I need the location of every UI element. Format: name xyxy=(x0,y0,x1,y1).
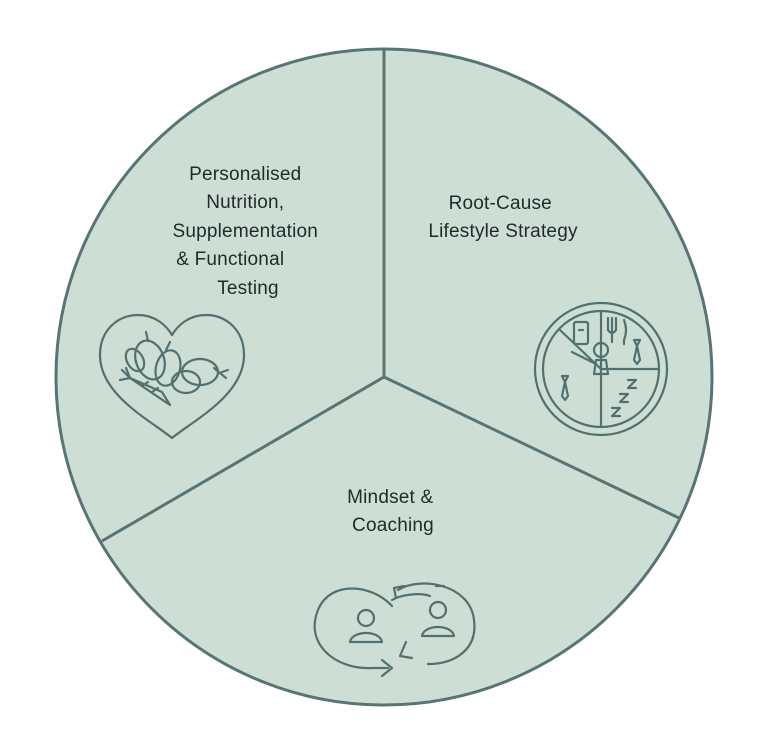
divider-right xyxy=(383,375,680,520)
nutrition-label-line-1: Personalised xyxy=(189,164,301,185)
lifestyle-label-line-2: Lifestyle Strategy xyxy=(428,221,578,242)
mindset-label-line-2: Coaching xyxy=(352,515,434,536)
nutrition-label-line-5: Testing xyxy=(217,278,279,299)
nutrition-label-line-4: & Functional xyxy=(176,249,284,270)
nutrition-label-line-3: Supplementation xyxy=(172,221,318,242)
nutrition-label-line-2: Nutrition, xyxy=(206,192,284,213)
lifestyle-clock-icon xyxy=(533,301,669,437)
coaching-cycle-icon xyxy=(313,582,476,678)
mindset-label-line-1: Mindset & xyxy=(347,487,433,508)
mindset-label: Mindset & Coaching xyxy=(347,487,439,536)
lifestyle-label-line-1: Root-Cause xyxy=(449,193,552,214)
divider-left xyxy=(101,375,385,543)
heart-vegetables-icon xyxy=(98,313,246,440)
lifestyle-label: Root-Cause Lifestyle Strategy xyxy=(428,193,578,242)
nutrition-label: Personalised Nutrition, Supplementation … xyxy=(172,164,323,299)
